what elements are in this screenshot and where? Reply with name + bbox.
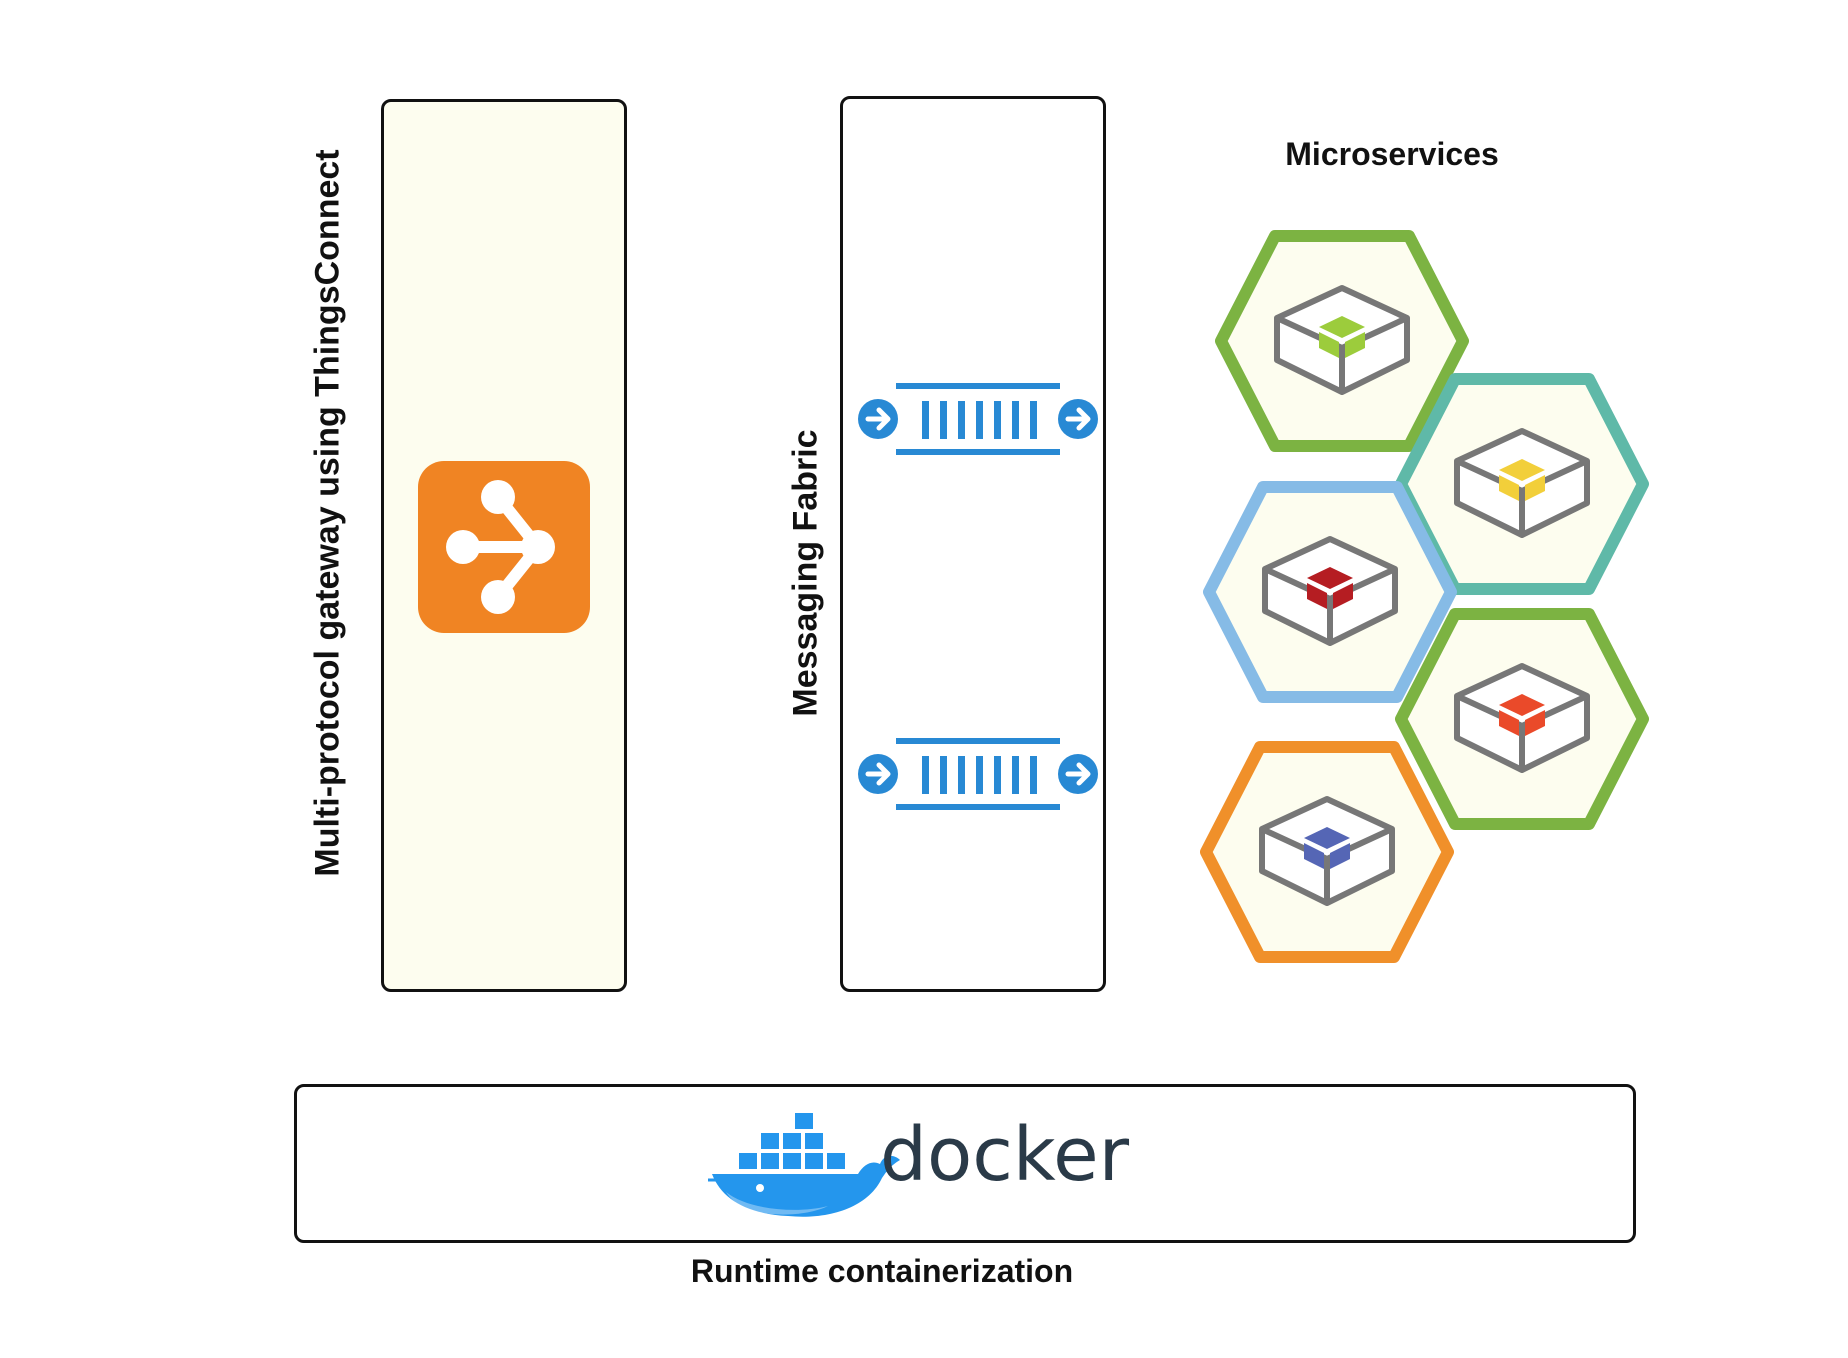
docker-wordmark: docker [880,1112,1130,1198]
gateway-label: Multi-protocol gateway using ThingsConne… [308,149,347,877]
microservice-hexagon-4 [1395,608,1649,830]
message-queue-icon [858,738,1098,810]
runtime-label: Runtime containerization [690,1253,1074,1289]
container-cube-icon [1259,796,1395,906]
container-cube-icon [1274,285,1410,395]
fabric-panel [840,96,1106,992]
container-cube-icon [1454,428,1590,538]
fabric-label: Messaging Fabric [786,429,825,717]
microservice-hexagon-3 [1203,481,1457,703]
microservice-hexagon-2 [1395,373,1649,595]
message-queue-icon [858,383,1098,455]
container-cube-icon [1454,663,1590,773]
microservice-hexagon-1 [1215,230,1469,452]
microservice-hexagon-5 [1200,741,1454,963]
docker-whale-icon [708,1111,900,1217]
container-cube-icon [1262,536,1398,646]
share-branch-icon [418,461,590,633]
runtime-panel [294,1084,1636,1243]
microservices-title: Microservices [1285,136,1499,172]
